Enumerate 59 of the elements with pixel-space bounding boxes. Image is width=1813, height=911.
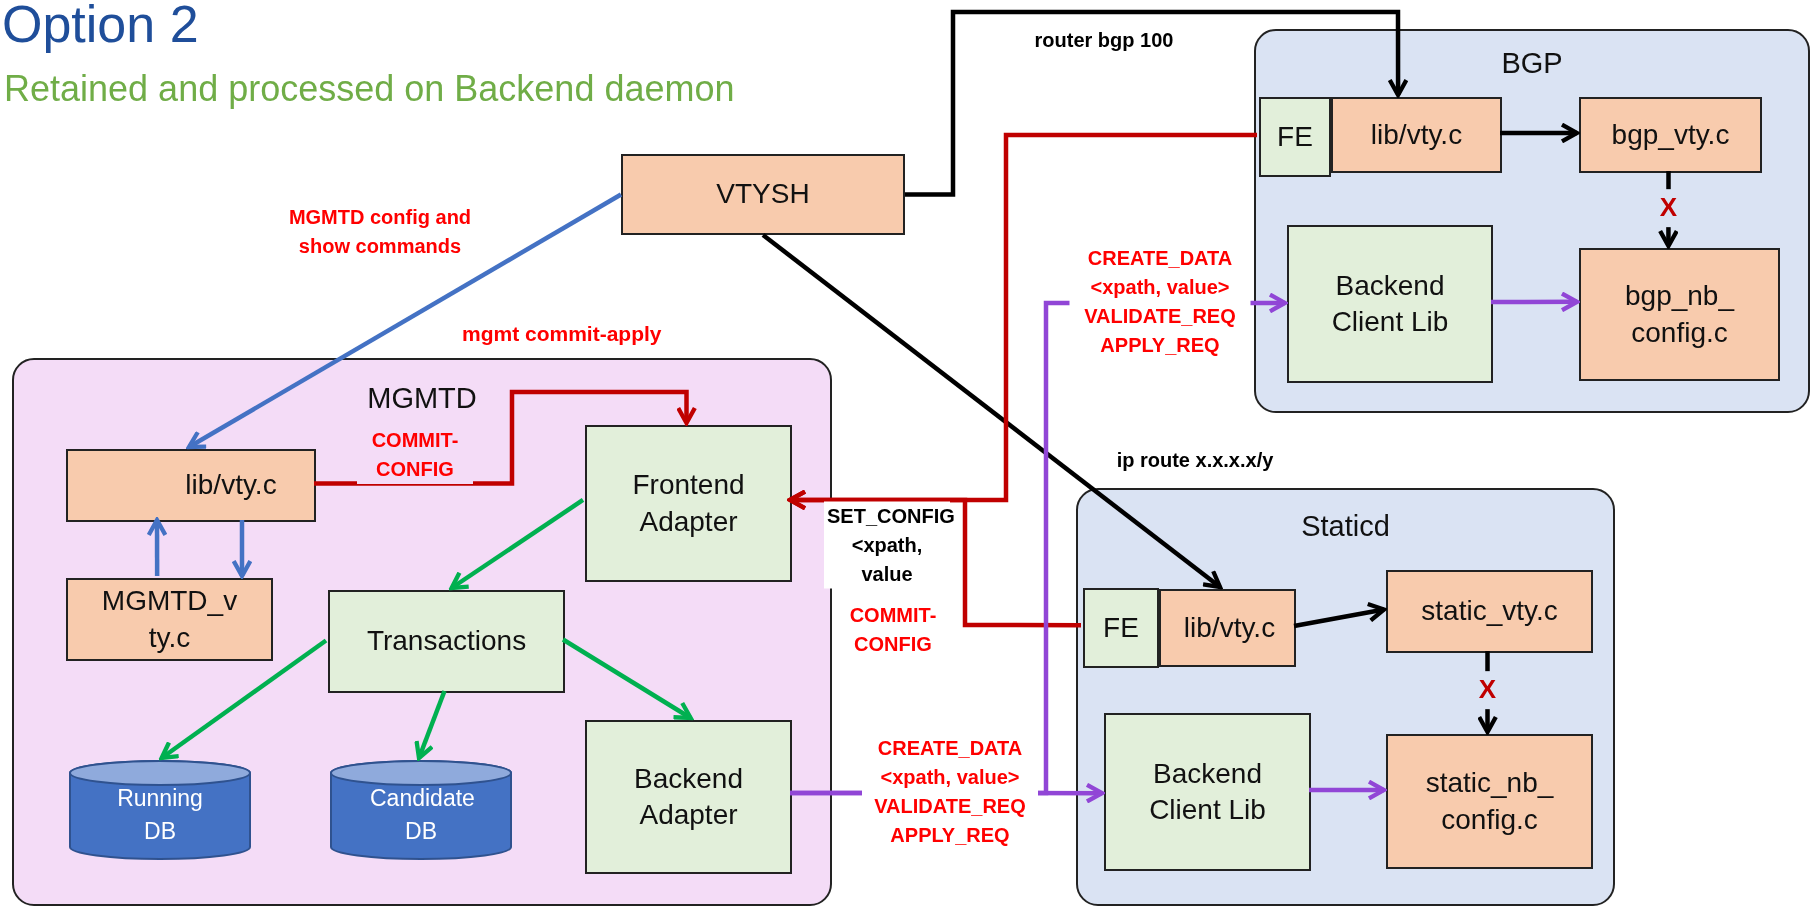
arrow — [1491, 291, 1580, 313]
subtitle: Retained and processed on Backend daemon — [4, 68, 735, 110]
box-label: Running DB — [116, 784, 204, 847]
process-box — [66, 449, 316, 522]
box-label: Backend Adapter — [633, 761, 744, 832]
arrow — [449, 498, 585, 591]
arrow — [1309, 779, 1387, 801]
box-label: lib/vty.c — [185, 468, 277, 503]
arrow — [561, 637, 693, 721]
process-box — [585, 425, 792, 582]
box-label: lib/vty.c — [1182, 610, 1277, 645]
arrow — [1293, 601, 1387, 629]
box-label: Frontend Adapter — [631, 468, 746, 539]
box-label: VTYSH — [716, 177, 810, 212]
process-box — [1579, 248, 1780, 381]
process-box — [1287, 225, 1493, 383]
box-label: lib/vty.c — [1369, 117, 1464, 152]
arrow — [1500, 122, 1580, 144]
process-box — [1386, 570, 1593, 653]
arrow — [231, 520, 253, 579]
process-box — [1259, 97, 1331, 177]
arrow — [787, 489, 1081, 628]
container-panel — [1254, 29, 1810, 413]
process-box — [621, 154, 905, 235]
process-box — [1386, 734, 1593, 869]
arrow — [314, 389, 697, 486]
box-label: Backend Client Lib — [1148, 756, 1267, 827]
process-box — [66, 578, 273, 661]
container-panel — [1076, 488, 1615, 906]
container-title: MGMTD — [366, 382, 478, 415]
box-label: Backend Client Lib — [1330, 268, 1450, 339]
container-title: Staticd — [1300, 510, 1391, 543]
database-cylinder — [330, 760, 512, 860]
box-label: bgp_nb_ config.c — [1624, 279, 1736, 350]
arrow — [159, 638, 328, 761]
box-label: Transactions — [366, 624, 527, 659]
box-label: FE — [1276, 119, 1314, 154]
process-box — [585, 720, 792, 874]
arrow — [761, 233, 1223, 590]
process-box — [1159, 589, 1296, 667]
box-label: bgp_vty.c — [1610, 117, 1731, 152]
arrow — [414, 690, 447, 761]
arrow — [905, 9, 1409, 197]
container-title: BGP — [1500, 47, 1564, 80]
title: Option 2 — [2, 0, 199, 54]
arrow — [146, 517, 168, 576]
box-label: static_nb_ config.c — [1424, 766, 1555, 837]
note: mgmt commit-apply — [462, 322, 662, 346]
box-label: static_vty.c — [1420, 594, 1559, 629]
process-box — [1579, 97, 1762, 173]
box-label: MGMTD_v ty.c — [100, 584, 239, 655]
process-box — [1104, 713, 1311, 871]
process-box — [328, 590, 565, 693]
database-cylinder — [69, 760, 251, 860]
process-box — [1083, 588, 1159, 668]
process-box — [1331, 97, 1502, 173]
arrow — [186, 192, 623, 450]
box-label: Candidate DB — [370, 784, 472, 847]
box-label: FE — [1102, 610, 1140, 645]
